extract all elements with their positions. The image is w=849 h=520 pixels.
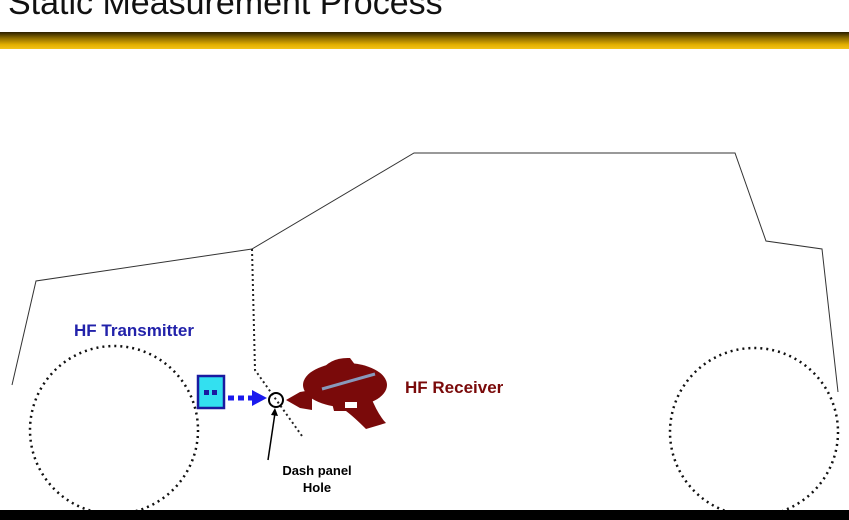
bottom-bar: [0, 510, 849, 520]
dash-panel-hole-icon: [268, 392, 284, 408]
slide-title: Static Measurement Process: [8, 0, 443, 22]
transmitter-icon: [196, 374, 226, 410]
hole-label-line1: Dash panel: [282, 463, 352, 478]
rear-wheel: [668, 346, 840, 518]
vehicle-outline: [11, 152, 839, 393]
hole-label-line2: Hole: [302, 480, 332, 495]
signal-arrow-icon: [228, 390, 267, 406]
dash-panel-line: [251, 248, 303, 437]
receiver-gun-icon: [286, 357, 387, 429]
front-wheel: [28, 344, 200, 516]
hf-receiver-label: HF Receiver: [405, 378, 504, 397]
gold-header-bar: [0, 32, 849, 49]
dash-panel-hole-label: Dash panel Hole: [262, 462, 372, 496]
hole-pointer-arrow: [267, 412, 276, 461]
hf-transmitter-label: HF Transmitter: [74, 321, 194, 340]
